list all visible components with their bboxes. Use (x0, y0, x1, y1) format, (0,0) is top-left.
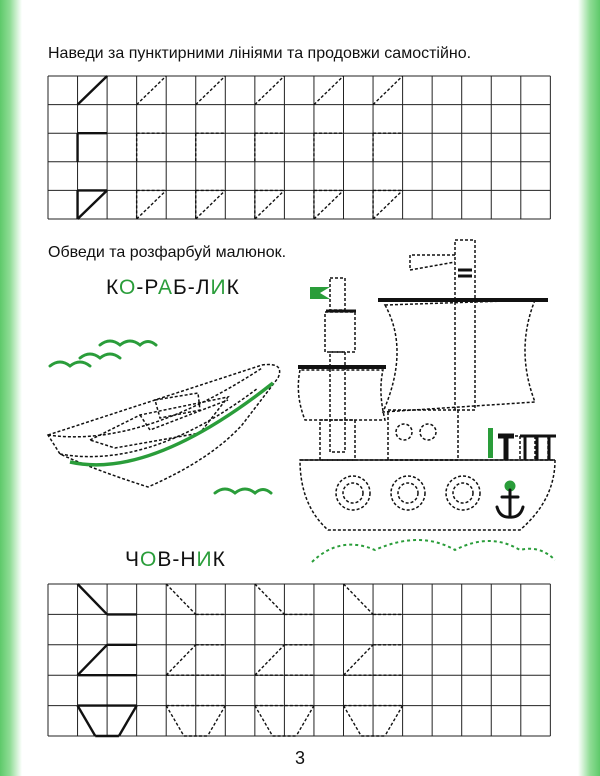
word-ship-syllable-1: О (119, 276, 137, 299)
word-ship-syllable-3: А (157, 276, 173, 299)
tracing-grid-top[interactable] (47, 75, 551, 220)
word-ship-syllable-5: И (210, 276, 227, 299)
boat-drawing (46, 363, 281, 488)
trace-patterns-top (76, 75, 404, 220)
tracing-grid-bottom[interactable] (47, 583, 551, 737)
page-border-left (0, 0, 22, 776)
ship-solid-details (298, 268, 556, 460)
word-boat-syllable-1: О (140, 548, 158, 571)
word-boat-syllable-4: К (212, 548, 226, 571)
word-ship: КО-РАБ-ЛИК (106, 276, 240, 300)
page-number: 3 (294, 748, 305, 768)
trace-patterns-bottom (76, 583, 404, 738)
page-border-right (578, 0, 600, 776)
water-waves (311, 539, 556, 563)
word-ship-syllable-2: -Р (136, 276, 158, 299)
word-ship-syllable-0: К (106, 276, 119, 299)
anchor-icon (495, 480, 525, 519)
word-boat-syllable-0: Ч (125, 548, 140, 571)
instruction-trace: Наведи за пунктирними лініями та продовж… (48, 45, 472, 62)
word-ship-parts: КО-РАБ-ЛИК (106, 276, 240, 299)
flag-icon (310, 287, 493, 458)
word-ship-syllable-4: Б-Л (172, 276, 211, 299)
word-boat-syllable-3: И (196, 548, 213, 571)
instruction-color: Обведи та розфарбуй малюнок. (48, 244, 287, 261)
word-boat: ЧОВ-НИК (125, 548, 226, 572)
bird-icon (48, 339, 273, 495)
boat-stripe (69, 381, 275, 467)
word-boat-syllable-2: В-Н (157, 548, 197, 571)
word-boat-parts: ЧОВ-НИК (125, 548, 226, 571)
word-ship-syllable-6: К (226, 276, 240, 299)
ship-drawing (297, 239, 556, 531)
